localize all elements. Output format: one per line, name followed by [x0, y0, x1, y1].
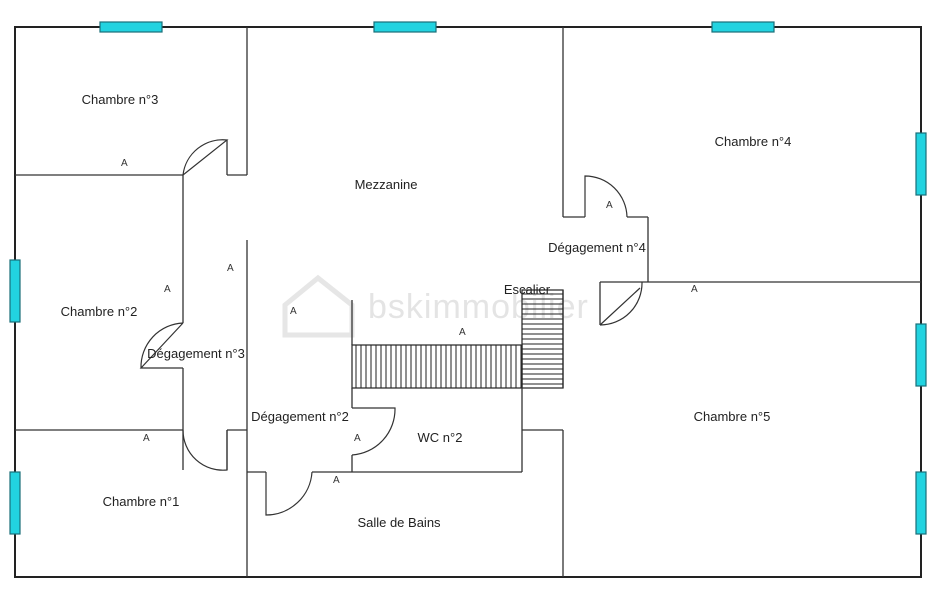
label-degagement4: Dégagement n°4 [548, 240, 646, 255]
door-wc2 [351, 407, 396, 456]
window-top-left [99, 21, 163, 33]
marker-a: A [691, 284, 698, 295]
label-chambre4: Chambre n°4 [715, 134, 792, 149]
window-left-lower [9, 471, 21, 535]
marker-a: A [333, 475, 340, 486]
label-wc2: WC n°2 [418, 430, 463, 445]
label-chambre2: Chambre n°2 [61, 304, 138, 319]
window-right-2 [915, 323, 927, 387]
marker-a: A [164, 284, 171, 295]
marker-a: A [121, 158, 128, 169]
windows [9, 21, 927, 535]
door-chambre3 [182, 139, 229, 176]
label-mezzanine: Mezzanine [355, 177, 418, 192]
label-chambre1: Chambre n°1 [103, 494, 180, 509]
marker-a: A [227, 263, 234, 274]
door-chambre1 [182, 429, 228, 471]
marker-a: A [354, 433, 361, 444]
window-top-right [711, 21, 775, 33]
window-right-1 [915, 132, 927, 196]
label-chambre3: Chambre n°3 [82, 92, 159, 107]
label-degagement2: Dégagement n°2 [251, 409, 349, 424]
door-chambre5 [599, 281, 643, 326]
door-degagement4-top [584, 175, 628, 218]
label-degagement3: Dégagement n°3 [147, 346, 245, 361]
marker-a: A [459, 327, 466, 338]
elevation-markers: A A A A A A A A A A [121, 158, 698, 486]
staircase [351, 289, 564, 389]
window-right-3 [915, 471, 927, 535]
room-labels: Chambre n°3 Chambre n°2 Chambre n°1 Mezz… [61, 92, 792, 530]
doors [139, 139, 643, 516]
door-salle-de-bains [265, 471, 313, 516]
window-left-upper [9, 259, 21, 323]
door-chambre2 [139, 322, 184, 369]
window-top-center [373, 21, 437, 33]
marker-a: A [143, 433, 150, 444]
label-escalier: Escalier [504, 282, 551, 297]
label-chambre5: Chambre n°5 [694, 409, 771, 424]
marker-a: A [290, 306, 297, 317]
marker-a: A [606, 200, 613, 211]
label-salle-de-bains: Salle de Bains [357, 515, 441, 530]
